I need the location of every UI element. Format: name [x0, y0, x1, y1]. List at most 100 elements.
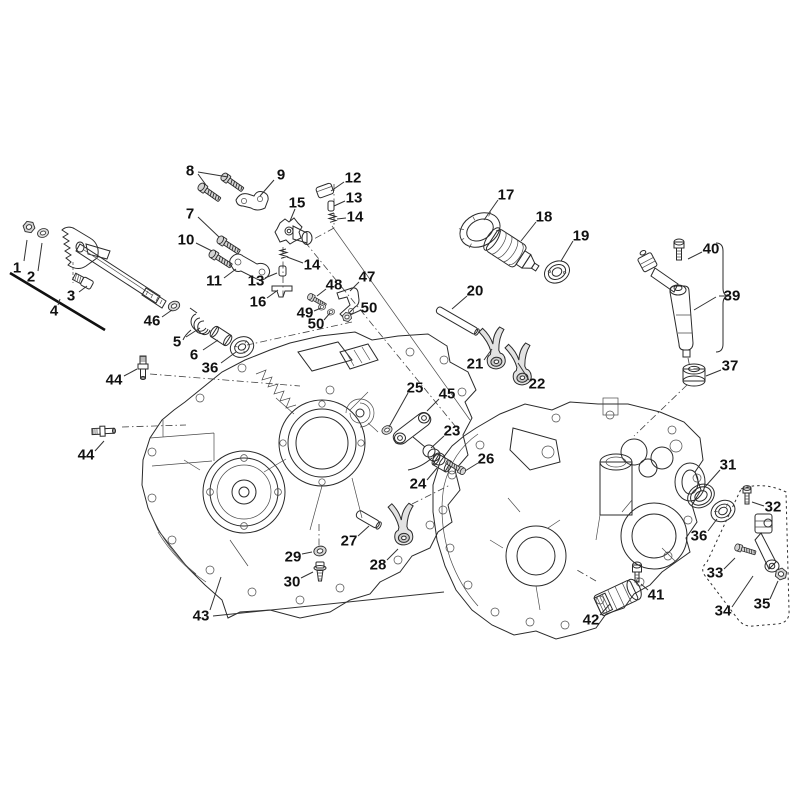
link-arm-45: [392, 412, 432, 445]
spring-14b: [278, 248, 289, 259]
part-number-label: 12: [345, 170, 362, 187]
bolt-8a: [196, 181, 223, 204]
part-number-label: 44: [106, 372, 123, 389]
leader-line: [197, 216, 220, 238]
return-spring-5: [182, 307, 211, 341]
spring-23: [407, 436, 446, 471]
leader-line: [197, 171, 229, 178]
bushing-6: [209, 325, 233, 347]
part-number-label: 26: [478, 451, 495, 468]
part-number-label: 49: [297, 305, 314, 322]
oil-seal-31: [687, 483, 715, 509]
leader-line: [723, 557, 736, 570]
part-number-label: 4: [50, 303, 59, 320]
part-number-label: 24: [410, 476, 427, 493]
part-number-label: 15: [289, 195, 306, 212]
spring-14a: [327, 212, 338, 223]
part-number-label: 46: [144, 313, 161, 330]
leader-line: [223, 268, 237, 279]
leader-line: [94, 440, 105, 452]
part-number-label: 20: [467, 283, 484, 300]
linkage-detail-outline: [702, 485, 790, 627]
part-number-label: 29: [285, 549, 302, 566]
needle-bearing-17: [458, 211, 502, 249]
bracket-39: [715, 242, 730, 353]
part-number-label: 41: [648, 587, 665, 604]
leader-line: [209, 576, 222, 611]
fork-shaft-20: [435, 306, 480, 336]
shift-drum-18: [483, 227, 540, 272]
leader-line: [703, 469, 721, 489]
leader-line: [313, 307, 322, 312]
part-number-label: 9: [277, 167, 285, 184]
part-number-label: 18: [536, 209, 553, 226]
part-number-label: 32: [765, 499, 782, 516]
right-crankcase-half: [432, 397, 706, 640]
gearshift-shaft-assembly: [9, 219, 255, 358]
gear-lever-rod-4: [9, 271, 106, 332]
part-number-label: 25: [407, 380, 424, 397]
left-crankcase-half: [141, 331, 477, 619]
leader-line: [185, 327, 201, 338]
leader-line: [464, 462, 479, 472]
alignment-axes: [72, 184, 691, 582]
part-number-label: 5: [173, 334, 181, 351]
part-number-label: 36: [202, 360, 219, 377]
part-number-label: 31: [720, 457, 737, 474]
oil-jet-44-upper: [137, 355, 149, 380]
part-number-label: 33: [707, 565, 724, 582]
leader-line: [517, 362, 530, 381]
detent-cam-group: [271, 182, 338, 298]
leader-line: [451, 295, 468, 310]
part-number-label: 7: [186, 206, 194, 223]
right-side-group: [593, 483, 790, 627]
part-number-label: 35: [754, 596, 771, 613]
lever-clamp-39: [637, 249, 658, 273]
leader-line: [388, 392, 409, 428]
part-number-label: 28: [370, 557, 387, 574]
stud-3: [71, 272, 94, 290]
part-number-label: 44: [78, 447, 95, 464]
leader-line: [357, 525, 370, 537]
part-number-label: 50: [361, 300, 378, 317]
bracket-group: [306, 287, 360, 324]
leader-line: [197, 173, 207, 186]
leader-line: [426, 398, 440, 412]
detent-16: [271, 285, 293, 298]
lever-plate-11: [229, 253, 271, 281]
bolt-8b: [219, 171, 246, 194]
leader-line: [212, 591, 445, 617]
leader-line: [220, 351, 237, 364]
leader-line: [195, 242, 213, 252]
bearing-19: [544, 260, 570, 284]
lower-fork-group: [312, 501, 417, 582]
bolt-7: [215, 234, 242, 257]
shift-shaft: [75, 243, 161, 304]
part-number-label: 14: [304, 257, 321, 274]
collar-24: [431, 453, 453, 473]
leader-line: [687, 251, 703, 260]
part-number-label: 1: [13, 260, 21, 277]
part-number-label: 47: [359, 269, 376, 286]
washer-2: [35, 226, 51, 240]
leader-line: [336, 217, 347, 220]
leader-line: [161, 309, 173, 318]
leader-line: [301, 551, 313, 555]
bushing-37: [682, 363, 706, 387]
part-number-label: 21: [467, 356, 484, 373]
leader-line: [323, 312, 331, 321]
pawl-spring-group: [380, 412, 468, 477]
part-number-label: 40: [703, 241, 720, 258]
leader-line: [599, 603, 611, 616]
part-number-label: 34: [715, 603, 732, 620]
bearing-36-left: [229, 336, 255, 358]
part-number-label: 27: [341, 533, 358, 550]
leader-line: [707, 518, 718, 532]
gear-quadrant: [61, 226, 99, 269]
leader-line: [769, 580, 779, 600]
leader-line: [330, 181, 345, 192]
plunger-13b: [278, 265, 287, 277]
leader-line: [57, 298, 61, 306]
leader-line: [78, 285, 88, 293]
